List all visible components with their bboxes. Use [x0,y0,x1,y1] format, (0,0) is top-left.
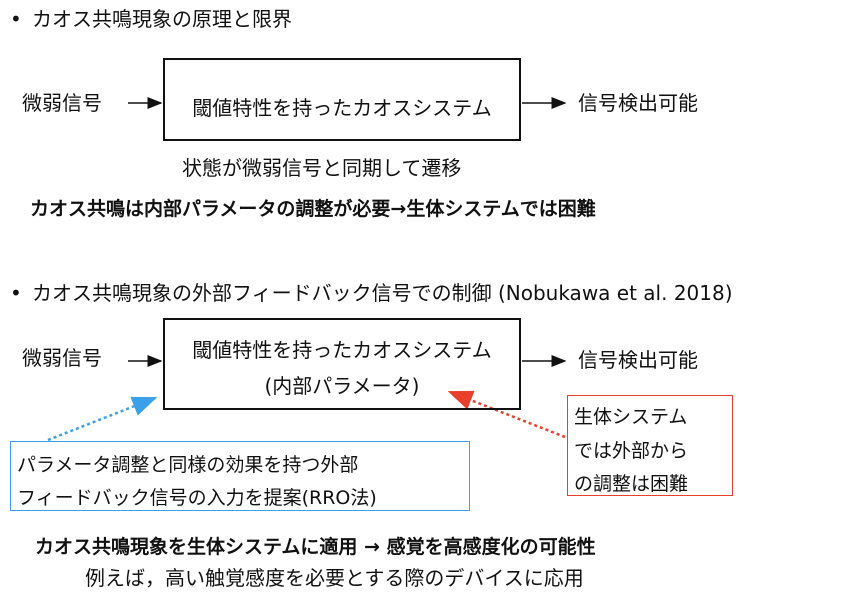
system-label: 閾値特性を持ったカオスシステム [192,96,492,120]
note-line: 生体システム [574,406,688,428]
proposal-note: パラメータ調整と同様の効果を持つ外部 フィードバック信号の入力を提案(RRO法) [10,441,470,511]
footer-conclusion: カオス共鳴現象を生体システムに適用 → 感覚を高感度化の可能性 [35,536,596,558]
system-sublabel: (内部パラメータ) [264,374,420,398]
note-line: では外部から [574,440,689,462]
bullet: • [10,281,22,305]
chaos-system-box: 閾値特性を持ったカオスシステム [163,58,521,141]
system-label: 閾値特性を持ったカオスシステム [192,338,492,362]
output-label: 信号検出可能 [578,348,698,372]
bullet: • [10,7,22,31]
input-label: 微弱信号 [22,346,102,370]
section2-heading: カオス共鳴現象の外部フィードバック信号での制御 (Nobukawa et al.… [32,281,733,305]
input-label: 微弱信号 [22,91,102,115]
limitation-note: 生体システム では外部から の調整は困難 [567,395,733,496]
note-line: フィードバック信号の入力を提案(RRO法) [17,487,377,509]
chaos-system-box: 閾値特性を持ったカオスシステム (内部パラメータ) [163,318,521,410]
footer-example: 例えば，高い触覚感度を必要とする際のデバイスに応用 [85,566,584,590]
note-line: の調整は困難 [574,473,689,495]
note-line: パラメータ調整と同様の効果を持つ外部 [17,454,359,476]
proposal-arrow [47,396,158,442]
section1-heading: カオス共鳴現象の原理と限界 [32,7,292,31]
limitation-arrow [447,390,566,439]
caption: 状態が微弱信号と同期して遷移 [182,156,462,180]
output-label: 信号検出可能 [578,91,698,115]
section1-conclusion: カオス共鳴は内部パラメータの調整が必要→生体システムでは困難 [30,198,596,220]
